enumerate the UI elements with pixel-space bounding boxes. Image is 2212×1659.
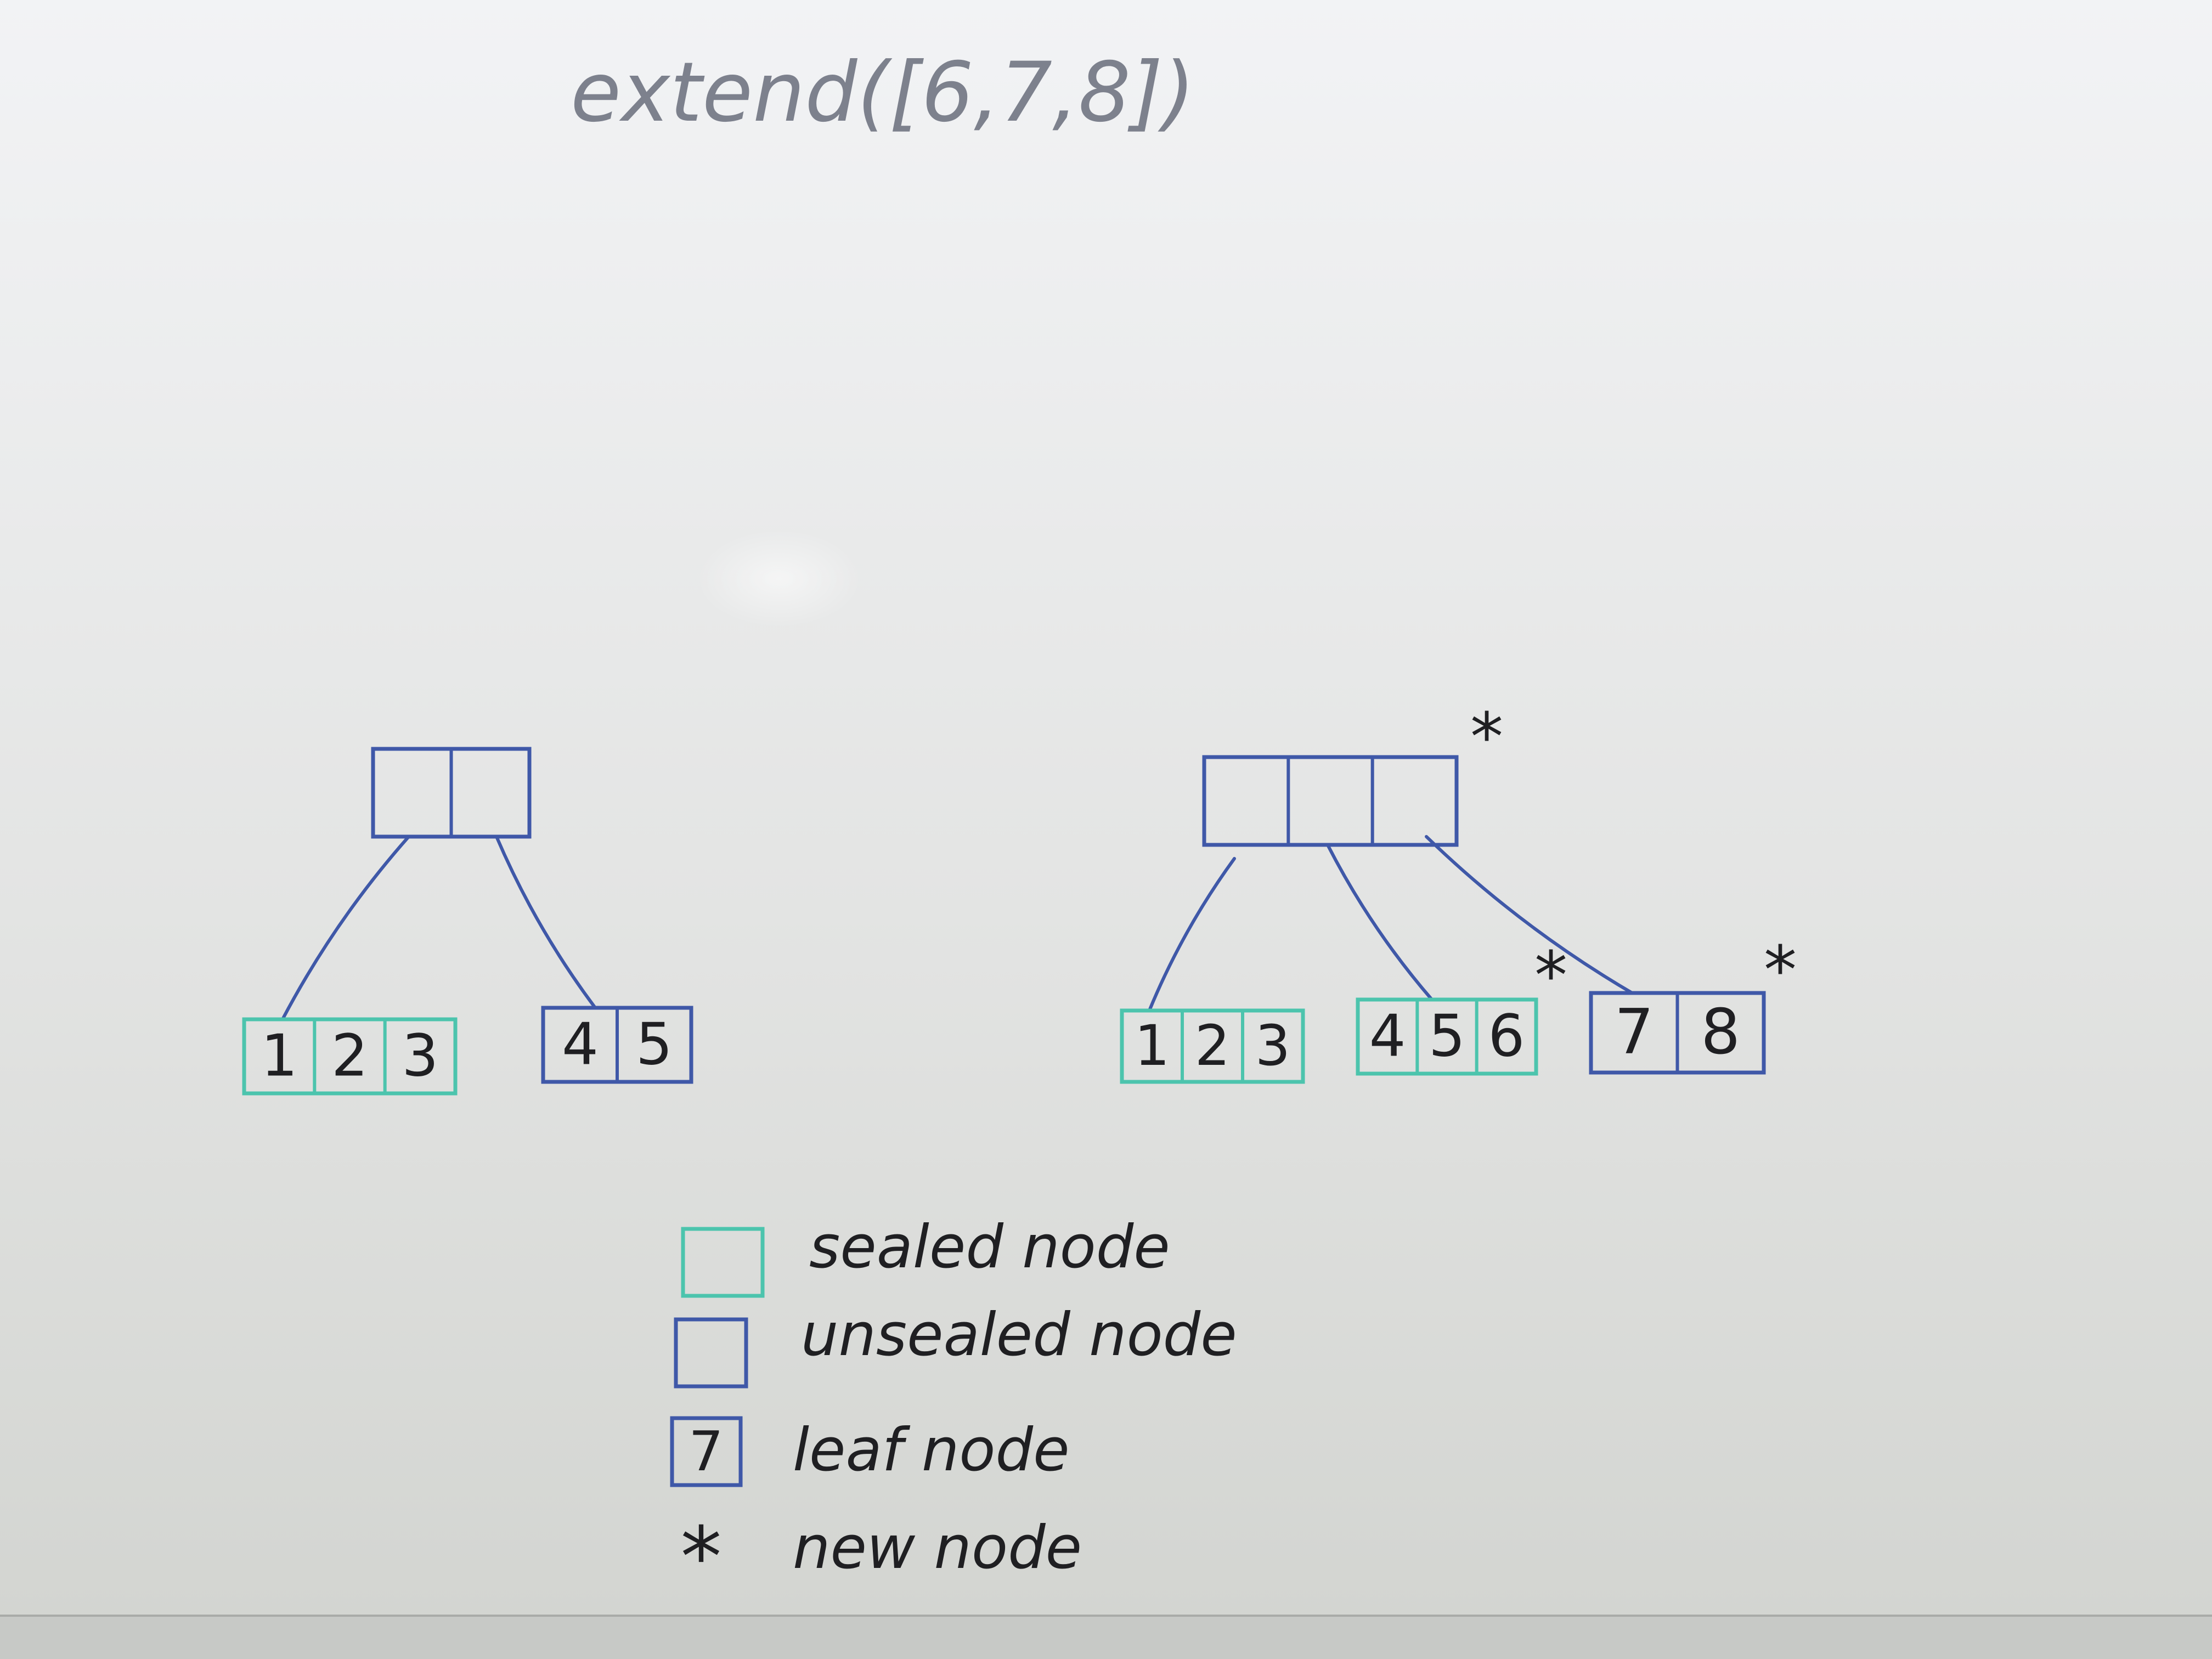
legend-label: leaf node	[793, 1416, 1070, 1485]
cell-value: 7	[1615, 996, 1654, 1068]
sealed-box-icon	[681, 1227, 765, 1298]
cell-value: 2	[1195, 1013, 1231, 1078]
cell-value: 3	[402, 1022, 438, 1090]
node-outline	[1120, 1008, 1305, 1084]
cell-value: 3	[1255, 1013, 1291, 1078]
cell-value: 4	[1369, 1002, 1406, 1070]
new-node-marker-icon: *	[1534, 938, 1567, 1014]
legend-item-leaf: 7 leaf node	[670, 1416, 1070, 1487]
diagram-title: extend([6,7,8])	[571, 45, 1195, 140]
cell-value: 2	[331, 1022, 368, 1090]
root-node: *	[1202, 699, 1503, 847]
leaf-box-value: 7	[689, 1419, 724, 1483]
cell-value: 5	[1429, 1002, 1465, 1070]
light-glare	[697, 529, 861, 628]
tree-edge	[281, 835, 410, 1021]
root-node	[371, 747, 532, 839]
node-outline	[1202, 755, 1459, 847]
cell-value: 5	[636, 1011, 673, 1078]
node-outline	[1356, 997, 1538, 1076]
cell-value: 4	[562, 1011, 599, 1078]
cell-value: 8	[1701, 996, 1740, 1068]
new-node-marker-icon: *	[1764, 933, 1797, 1009]
legend-label: sealed node	[809, 1213, 1170, 1282]
legend-item-sealed: sealed node	[681, 1213, 1170, 1298]
tree-edge	[1326, 843, 1434, 1001]
tree-edge	[495, 835, 597, 1009]
cell-value: 1	[1135, 1013, 1170, 1078]
tree-edge	[1425, 835, 1634, 995]
legend-label: unsealed node	[801, 1301, 1237, 1369]
leaf-box-icon	[670, 1416, 743, 1487]
tree-edges	[281, 835, 597, 1021]
tree-edges	[1148, 835, 1634, 1012]
node-outline	[242, 1017, 458, 1096]
cell-value: 1	[261, 1022, 298, 1090]
board-tray	[0, 1616, 2212, 1659]
cell-value: 6	[1488, 1002, 1525, 1070]
tree-edge	[1148, 857, 1236, 1012]
unsealed-box-icon	[674, 1317, 748, 1389]
legend: sealed node unsealed node 7 leaf node * …	[670, 1213, 1237, 1605]
legend-item-new: * new node	[681, 1510, 1082, 1605]
new-node-marker-icon: *	[1470, 699, 1503, 776]
legend-item-unsealed: unsealed node	[674, 1301, 1237, 1389]
asterisk-icon: *	[681, 1510, 722, 1605]
legend-label: new node	[793, 1514, 1082, 1582]
